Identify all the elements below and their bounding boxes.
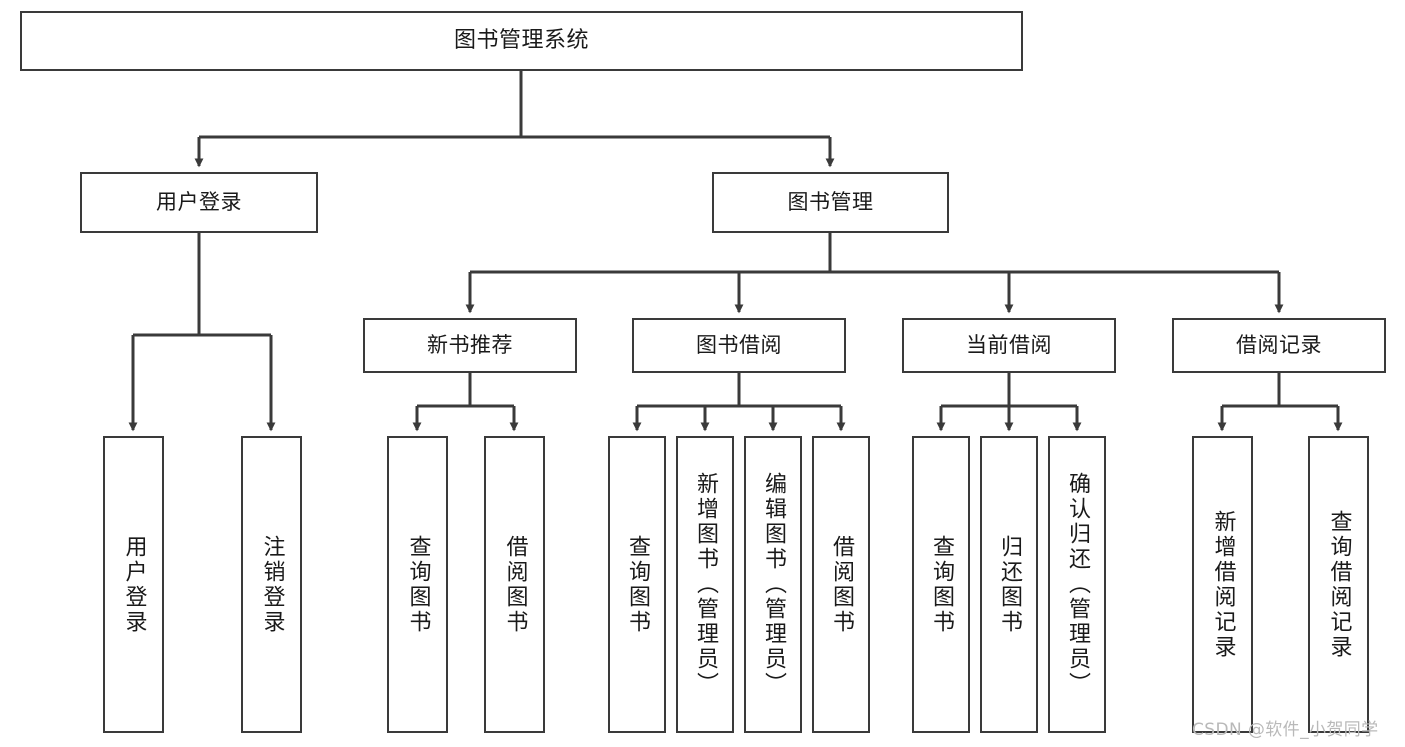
node-leaf-edit-book-label: 编辑图书（管理员）: [761, 472, 786, 697]
node-book-mgmt-label: 图书管理: [787, 190, 874, 215]
node-leaf-search-book-current-label: 查询图书: [929, 534, 954, 635]
node-leaf-add-borrow-record-label: 新增借阅记录: [1210, 509, 1236, 660]
node-leaf-add-book-label: 新增图书（管理员）: [693, 472, 718, 697]
node-leaf-search-borrow-record[interactable]: 查询借阅记录: [1308, 436, 1369, 733]
node-root-label: 图书管理系统: [453, 28, 589, 54]
node-leaf-user-login-label: 用户登录: [121, 534, 147, 635]
node-leaf-search-book-rec[interactable]: 查询图书: [387, 436, 448, 733]
node-leaf-confirm-return-label: 确认归还（管理员）: [1065, 472, 1090, 697]
node-leaf-search-book-borrow-label: 查询图书: [625, 534, 650, 635]
node-leaf-search-book-rec-label: 查询图书: [405, 534, 431, 635]
node-leaf-return-book[interactable]: 归还图书: [980, 436, 1038, 733]
node-leaf-search-borrow-record-label: 查询借阅记录: [1326, 509, 1352, 660]
node-leaf-confirm-return[interactable]: 确认归还（管理员）: [1048, 436, 1106, 733]
node-user-login[interactable]: 用户登录: [80, 172, 318, 233]
node-leaf-user-login[interactable]: 用户登录: [103, 436, 164, 733]
node-new-book-rec[interactable]: 新书推荐: [363, 318, 577, 373]
node-user-login-label: 用户登录: [156, 190, 242, 215]
node-leaf-logout[interactable]: 注销登录: [241, 436, 302, 733]
node-new-book-rec-label: 新书推荐: [427, 333, 513, 358]
node-leaf-borrow-book-label: 借阅图书: [829, 534, 854, 635]
node-borrow-record-label: 借阅记录: [1236, 333, 1322, 358]
node-leaf-add-borrow-record[interactable]: 新增借阅记录: [1192, 436, 1253, 733]
node-leaf-search-book-borrow[interactable]: 查询图书: [608, 436, 666, 733]
node-current-borrow[interactable]: 当前借阅: [902, 318, 1116, 373]
node-book-borrow[interactable]: 图书借阅: [632, 318, 846, 373]
node-borrow-record[interactable]: 借阅记录: [1172, 318, 1386, 373]
node-leaf-return-book-label: 归还图书: [997, 534, 1022, 635]
node-leaf-borrow-book[interactable]: 借阅图书: [812, 436, 870, 733]
node-current-borrow-label: 当前借阅: [966, 333, 1052, 358]
node-root[interactable]: 图书管理系统: [20, 11, 1023, 71]
node-leaf-edit-book[interactable]: 编辑图书（管理员）: [744, 436, 802, 733]
node-leaf-logout-label: 注销登录: [259, 534, 285, 635]
node-leaf-add-book[interactable]: 新增图书（管理员）: [676, 436, 734, 733]
node-leaf-borrow-book-rec[interactable]: 借阅图书: [484, 436, 545, 733]
node-book-borrow-label: 图书借阅: [696, 333, 782, 358]
node-leaf-borrow-book-rec-label: 借阅图书: [502, 534, 528, 635]
node-leaf-search-book-current[interactable]: 查询图书: [912, 436, 970, 733]
node-book-mgmt[interactable]: 图书管理: [712, 172, 949, 233]
